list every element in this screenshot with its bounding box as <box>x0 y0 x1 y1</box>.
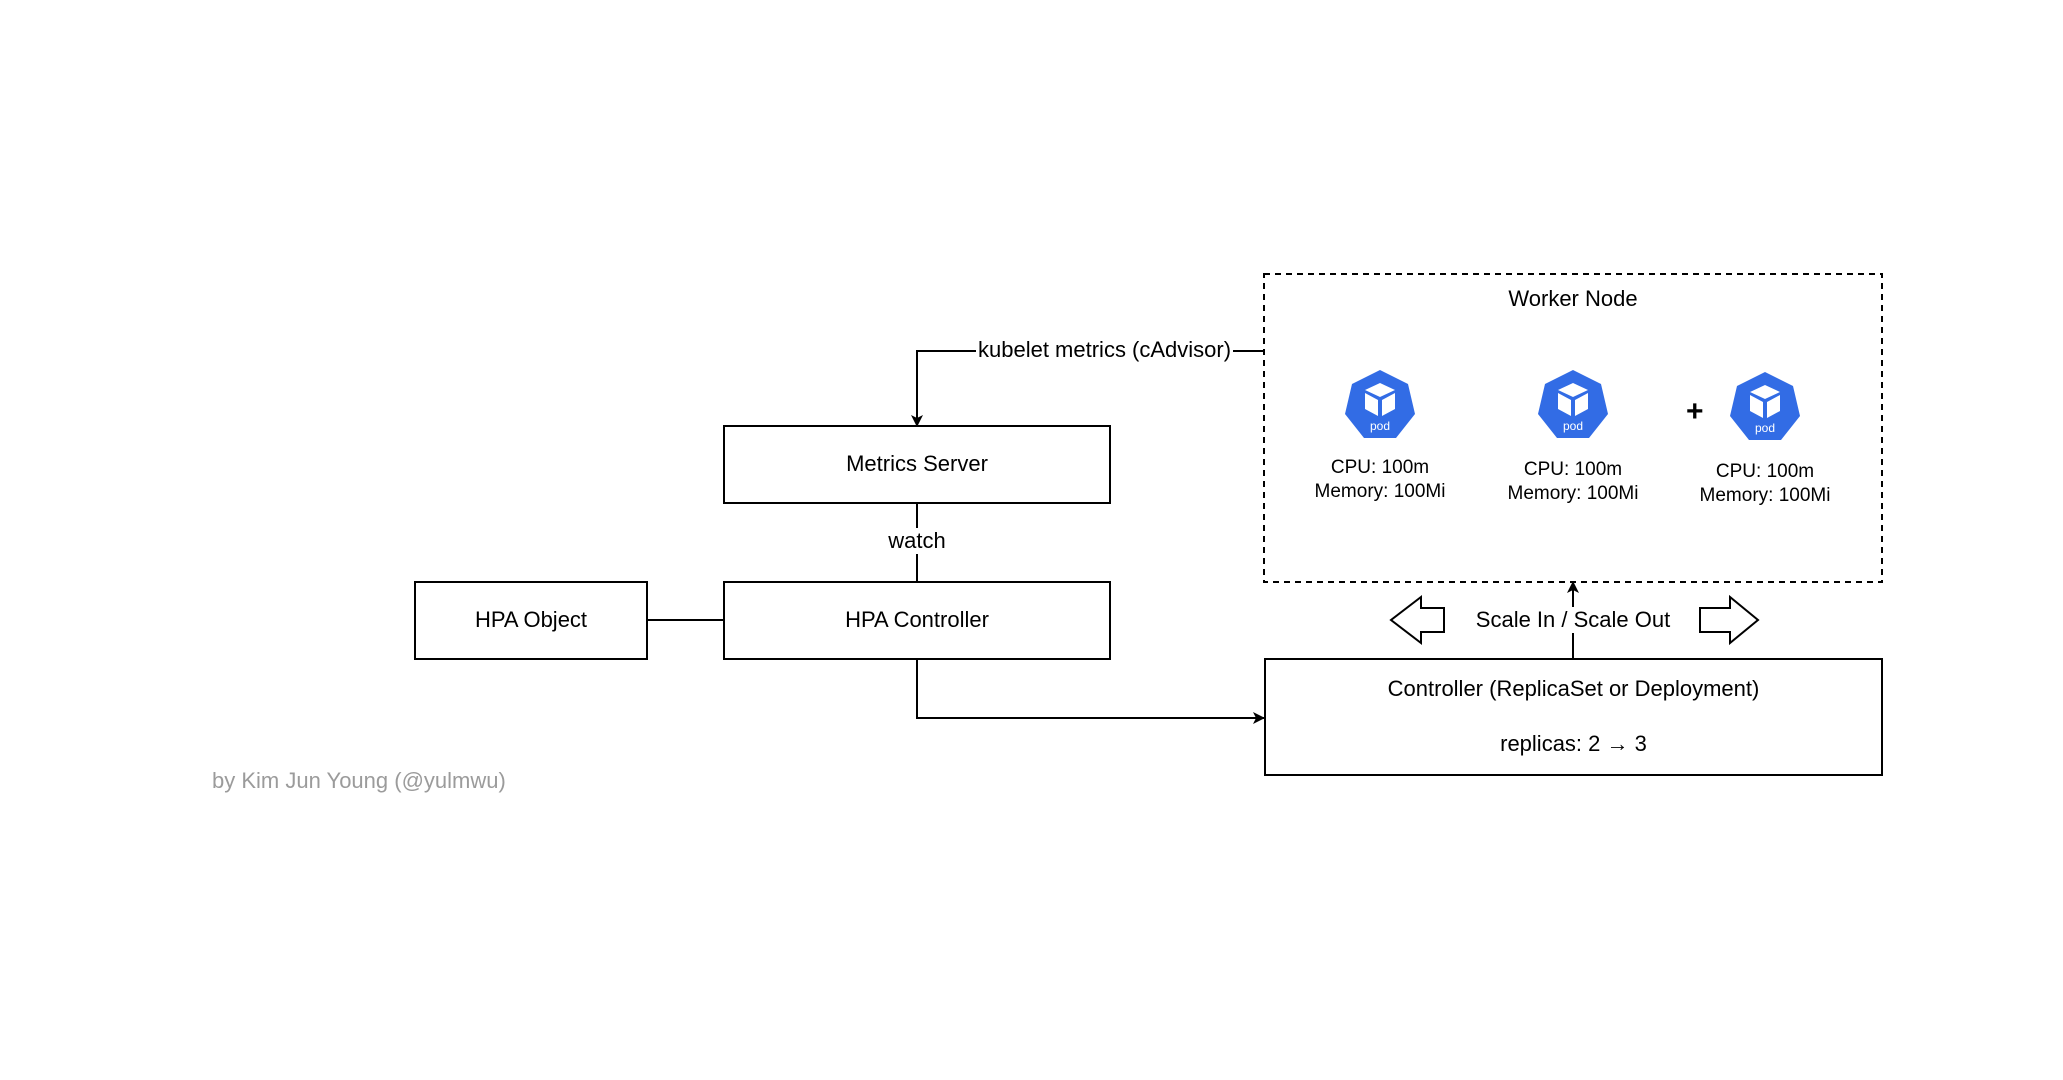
plus-sign: + <box>1686 395 1704 428</box>
controller-box <box>1264 658 1883 776</box>
pod-icon-label: pod <box>1755 421 1775 435</box>
scale-label: Scale In / Scale Out <box>1463 607 1683 633</box>
scale-out-arrow-icon <box>1699 594 1760 646</box>
pod-icon-label: pod <box>1370 419 1390 433</box>
scale-in-arrow-icon <box>1389 594 1445 646</box>
hpa-controller-label: HPA Controller <box>845 607 989 632</box>
metrics-server-label: Metrics Server <box>846 451 988 476</box>
worker-node-title: Worker Node <box>1508 286 1638 311</box>
author-credit: by Kim Jun Young (@yulmwu) <box>212 768 506 793</box>
controller-title-label: Controller (ReplicaSet or Deployment) <box>1387 676 1760 701</box>
pod-icon-label: pod <box>1563 419 1583 433</box>
pod-cpu-label: CPU: 100m <box>1330 457 1430 478</box>
pod-cpu-label: CPU: 100m <box>1523 459 1623 480</box>
pod-memory-label: Memory: 100Mi <box>1314 481 1446 502</box>
pod-icon: pod <box>1538 370 1608 438</box>
pod-cpu-label: CPU: 100m <box>1715 461 1815 482</box>
watch-label: watch <box>877 528 957 554</box>
kubelet-metrics-label: kubelet metrics (cAdvisor) <box>976 337 1234 363</box>
scale-request-edge <box>916 659 1265 724</box>
hpa-object-label: HPA Object <box>474 607 588 632</box>
pod-icon: pod <box>1730 372 1800 440</box>
pod-icon: pod <box>1345 370 1415 438</box>
controller-replicas-label: replicas: 2 → 3 <box>1500 731 1647 756</box>
hpa-controller-box <box>723 581 1111 660</box>
pod-memory-label: Memory: 100Mi <box>1507 483 1639 504</box>
pod-memory-label: Memory: 100Mi <box>1699 485 1831 506</box>
